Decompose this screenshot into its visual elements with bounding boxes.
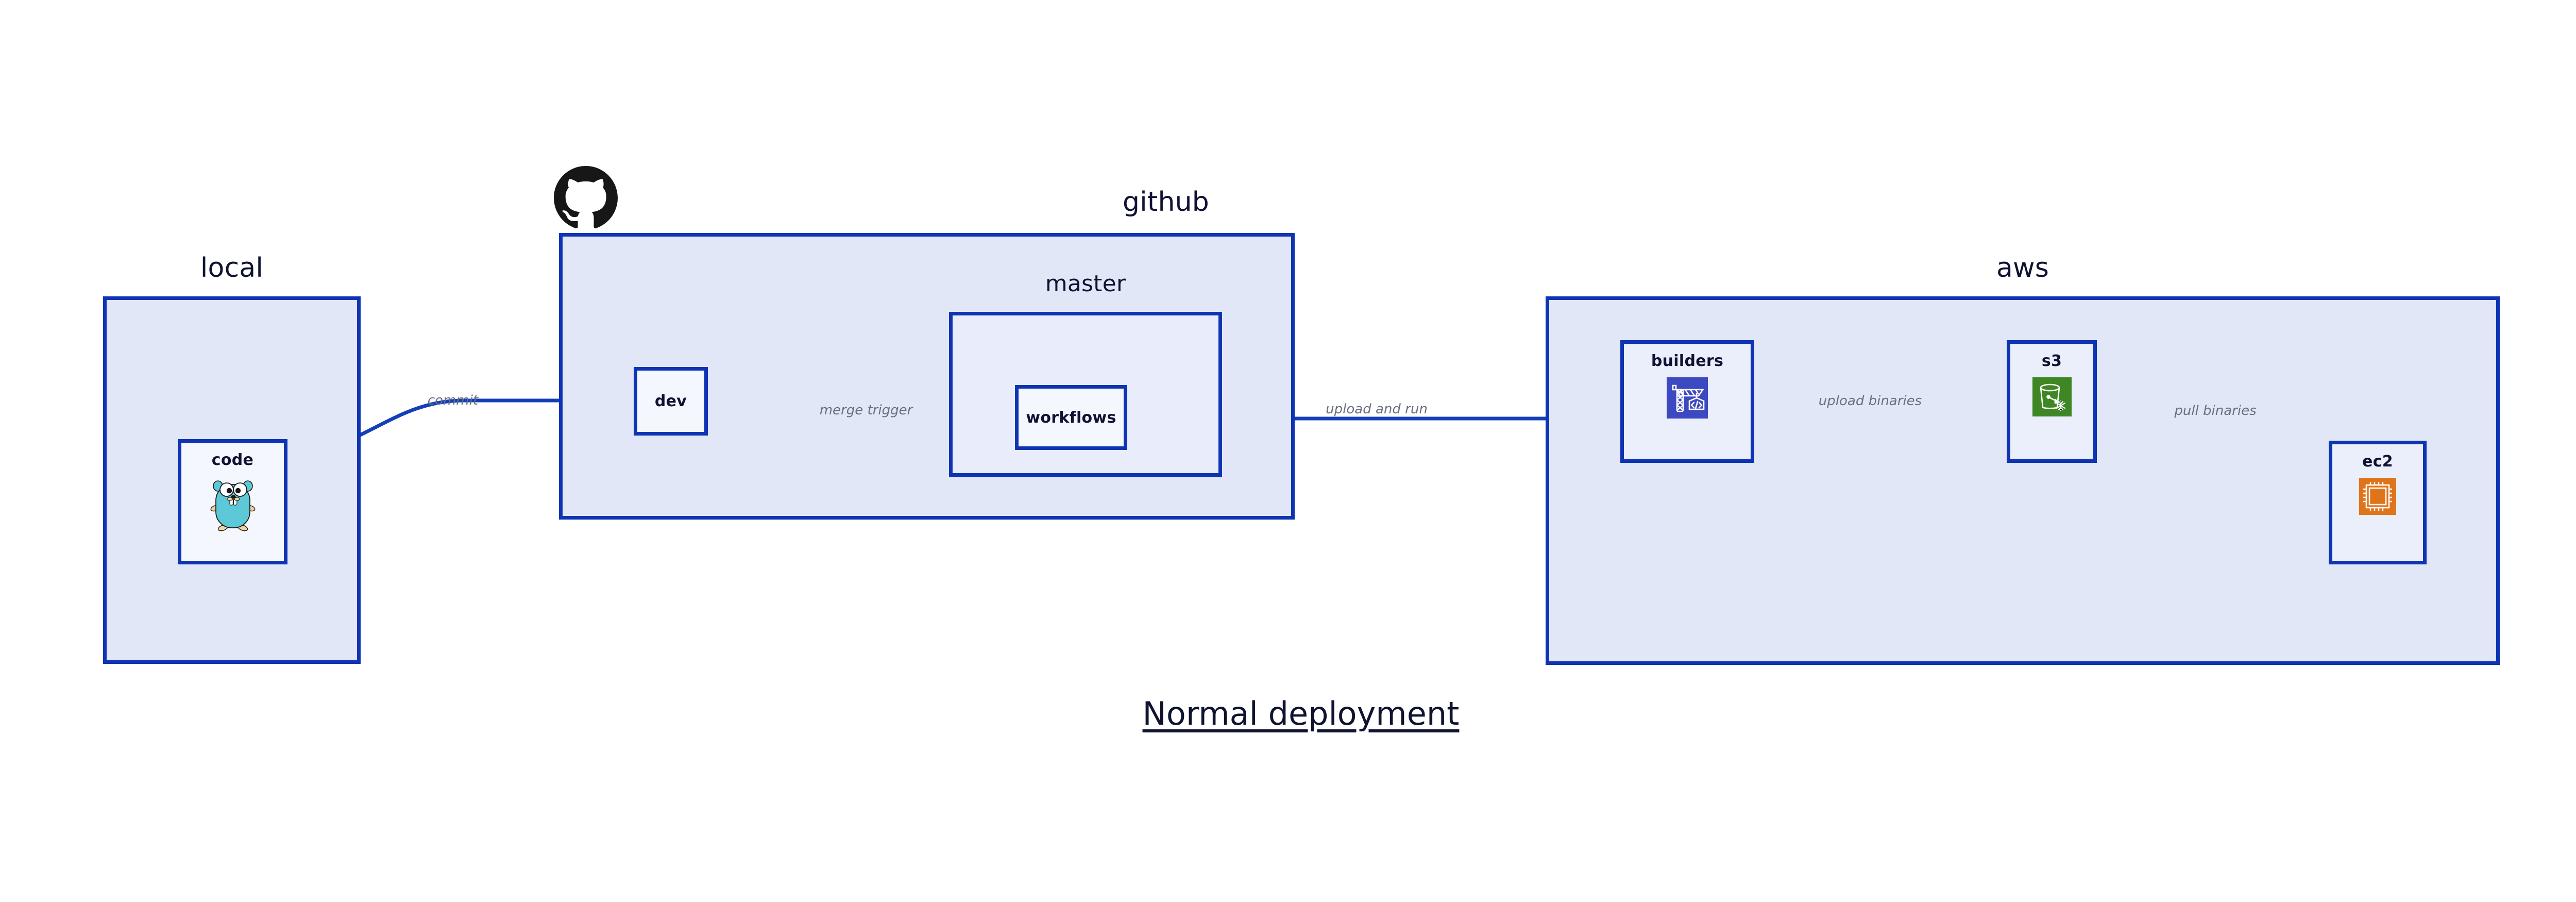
github-logo: [554, 166, 618, 232]
node-code-label: code: [211, 451, 254, 469]
go-gopher-icon: [209, 476, 257, 534]
edge-label-pull-binaries: pull binaries: [2174, 403, 2257, 419]
node-builders-label: builders: [1651, 352, 1724, 370]
edge-label-commit: commit: [427, 393, 479, 408]
group-label-local: local: [200, 253, 264, 283]
aws-crane-code-icon: [1667, 377, 1708, 419]
node-dev[interactable]: dev: [634, 367, 708, 436]
node-code[interactable]: code: [178, 439, 287, 564]
node-s3-label: s3: [2041, 352, 2062, 370]
diagram-title: Normal deployment: [1142, 695, 1460, 732]
node-workflows[interactable]: workflows: [1015, 385, 1127, 450]
node-builders[interactable]: builders: [1620, 340, 1754, 463]
edge-label-upload-and-run: upload and run: [1326, 402, 1428, 417]
node-s3[interactable]: s3: [2007, 340, 2097, 463]
group-label-aws: aws: [1996, 253, 2049, 283]
edge-label-upload-binaries: upload binaries: [1818, 393, 1922, 409]
node-workflows-label: workflows: [1026, 408, 1116, 427]
aws-ec2-chip-icon: [2359, 478, 2396, 515]
group-label-master: master: [1045, 271, 1126, 297]
edge-label-merge-trigger: merge trigger: [819, 403, 913, 418]
group-label-github: github: [1123, 187, 1209, 218]
node-ec2[interactable]: ec2: [2329, 441, 2427, 564]
aws-s3-bucket-icon: [2032, 377, 2072, 416]
node-ec2-label: ec2: [2362, 453, 2393, 471]
node-dev-label: dev: [654, 392, 687, 410]
